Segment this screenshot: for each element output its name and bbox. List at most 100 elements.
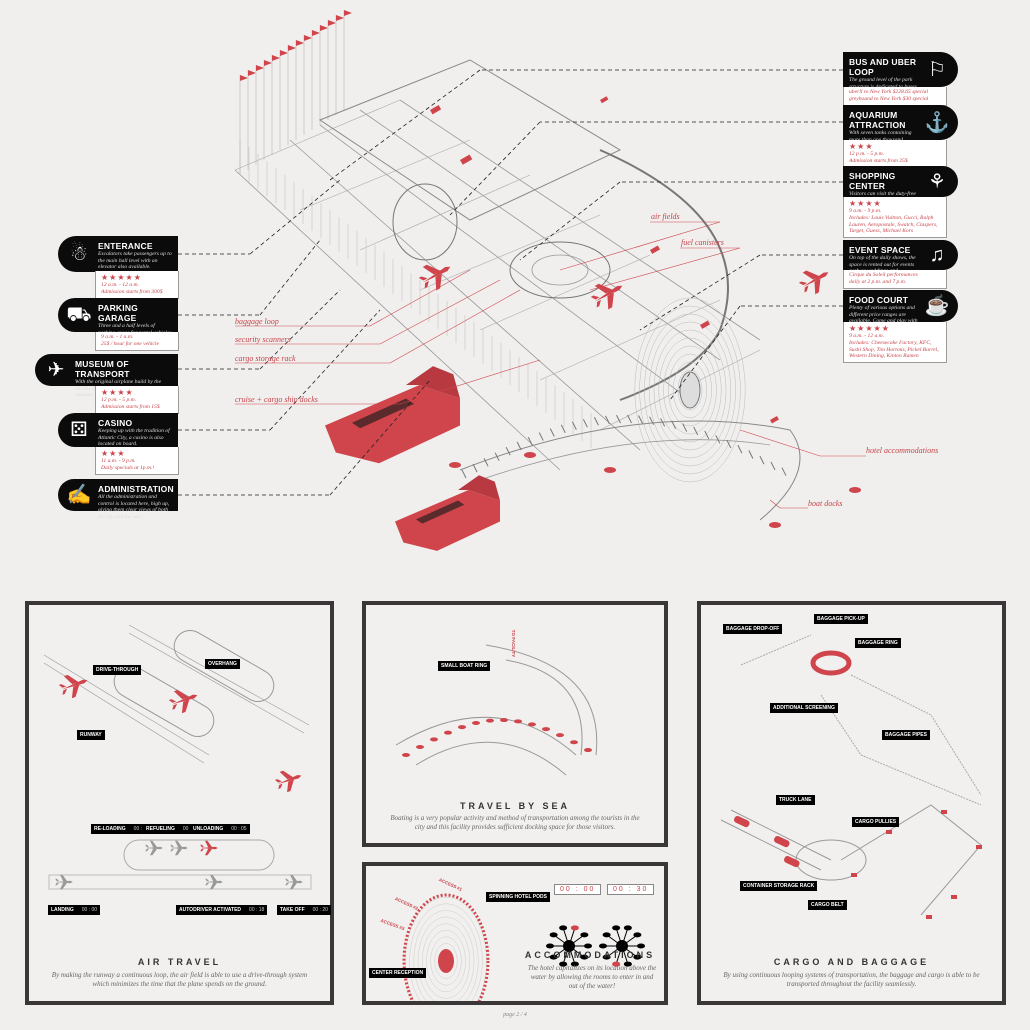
monorail-car (650, 245, 661, 254)
callout-title: FOOD COURT (849, 295, 909, 305)
panel-accommodations: SPINNING HOTEL PODS CENTER RECEPTION ACC… (362, 862, 668, 1005)
airplane-icon (200, 840, 218, 856)
dock-pier (505, 446, 511, 456)
bus-icon: ⚐ (928, 58, 946, 81)
tag-container-storage-rack: CONTAINER STORAGE RACK (740, 881, 818, 891)
dock-pier (538, 432, 544, 441)
dock-pier (627, 414, 632, 424)
small-boat (402, 753, 410, 757)
ship-containers (352, 398, 415, 429)
hotel-wheel-ring (648, 321, 732, 459)
airplane-shape (170, 840, 188, 856)
dock-pier (593, 417, 599, 426)
leader-line (249, 179, 341, 255)
aquarium-dome (392, 183, 458, 261)
step-label: UNLOADING (193, 826, 224, 832)
callout-title: SHOPPING CENTER (849, 171, 896, 191)
info-line: Daily specials at 1p.m.! (101, 464, 155, 471)
hotel-wheel-ring (677, 369, 703, 411)
flag-icon (328, 20, 336, 26)
wheel-ring (434, 943, 458, 979)
leader-line (329, 69, 481, 181)
hiker-icon: ☃ (70, 243, 88, 265)
flag-icon (336, 15, 344, 21)
step-label: RE-LOADING (94, 826, 126, 832)
info-line: Admission starts from 15$ (101, 403, 160, 410)
airplane-icon (168, 689, 198, 714)
line (234, 169, 561, 471)
flag-icon (312, 30, 320, 36)
callout-leader (739, 429, 821, 457)
boat-ring-drawing (395, 644, 598, 776)
dock-pier (770, 461, 776, 471)
callout-title: MUSEUM OF TRANSPORT (75, 359, 130, 379)
chef-icon: ☕ (924, 295, 950, 317)
rating-stars: ★★★★★ (849, 324, 890, 333)
info-line: 9 a.m. - 12 a.m. (849, 333, 885, 339)
leader-line (259, 239, 321, 316)
callout-leader (389, 289, 521, 364)
dock-pier (704, 430, 710, 440)
hotel-pod (559, 925, 568, 931)
flag-icon (344, 10, 352, 16)
label-hotel-accommodations: hotel accommodations (866, 446, 939, 455)
monorail-car (700, 320, 711, 329)
dock-pier (483, 458, 489, 467)
line (399, 99, 761, 341)
info-line: 12 p.m. - 5 p.m. (849, 151, 885, 157)
panel-title: CARGO AND BAGGAGE (773, 957, 930, 967)
info-line: greyhound to New York $30 special (849, 95, 929, 102)
dock-pier (671, 420, 677, 429)
rating-stars: ★★★★★ (101, 273, 142, 282)
boat-dock-inner (479, 439, 771, 481)
hotel-wheel-ring (663, 345, 717, 435)
dock-pier (726, 439, 732, 449)
dock-pier (660, 418, 666, 427)
label-air-fields: air fields (651, 212, 680, 221)
dock-pier (605, 415, 610, 425)
panel-title: TRAVEL BY SEA (459, 801, 570, 811)
dock-pier (682, 423, 688, 432)
step-time: 00 : 18 (249, 907, 265, 913)
hotel-pod (570, 961, 579, 967)
monorail-loop (599, 149, 729, 401)
line (319, 124, 691, 401)
wheel-ring (409, 903, 483, 1001)
cargo-container (851, 873, 857, 877)
dock-pier (549, 428, 555, 437)
page-number: page 2 / 4 (503, 1012, 527, 1018)
hotel-pod (549, 932, 558, 938)
airplane-icon (170, 840, 188, 856)
airfield-deck (318, 59, 622, 221)
callout-info-box: ★★★12 p.m. - 5 p.m.Admission starts from… (843, 140, 947, 168)
callout-title: BUS AND UBER LOOP (849, 57, 917, 77)
airplane-icon (418, 264, 451, 291)
airplane-shape (168, 689, 198, 714)
step-time: 00 : 15 (133, 826, 149, 832)
flag-icon (240, 75, 248, 81)
hotel-pods (402, 893, 490, 1001)
flag-icon (264, 60, 272, 66)
boat-dock-outer (459, 420, 801, 521)
callout-info-box: ★★★11 a.m. - 9 p.m.Daily specials at 1p.… (95, 447, 179, 475)
fuel-ring-inner (531, 254, 589, 286)
small-boat (570, 740, 578, 745)
airplane-icon (798, 270, 829, 295)
dock-pier (472, 463, 478, 473)
hotel-pod (559, 961, 568, 967)
runway-line (128, 632, 305, 734)
flag-icon (256, 65, 264, 71)
runway-line (43, 654, 210, 756)
pod-spoke (568, 929, 575, 947)
flag-icon (320, 25, 328, 31)
tag-small-boat-ring: SMALL BOAT RING (438, 661, 491, 671)
baggage-pipe (740, 634, 982, 806)
flag-icon (248, 70, 256, 76)
small-boat (524, 452, 536, 458)
runway-line (128, 624, 310, 726)
info-line: 25$ / hour for one vehicle (101, 340, 159, 347)
